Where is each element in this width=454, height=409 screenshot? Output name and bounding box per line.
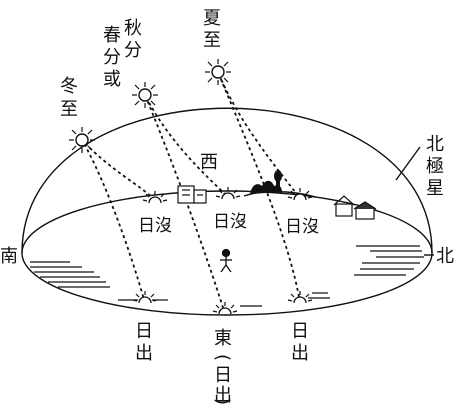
observer-icon xyxy=(220,248,232,273)
equinox-label: 秋 xyxy=(124,18,142,39)
polaris-label: 極 xyxy=(426,156,444,177)
sunrise-sun-icon xyxy=(287,291,313,304)
winter-solstice-sun-path xyxy=(81,139,156,304)
celestial-dome xyxy=(21,107,433,254)
equinox-sun-path xyxy=(144,94,229,315)
winter-sun-icon xyxy=(69,127,95,153)
sunrise-label: 出 xyxy=(291,343,309,364)
polaris-axis xyxy=(395,146,421,181)
south-label: 南 xyxy=(0,246,18,267)
east-sunrise-label: 日 xyxy=(214,365,232,386)
tree-icon xyxy=(250,170,282,194)
sunrise-sun-icon xyxy=(212,302,238,315)
sunset-label: 日沒 xyxy=(138,216,172,236)
water-hatching-left xyxy=(30,261,110,288)
hill-outline xyxy=(243,190,317,198)
polaris-label: 星 xyxy=(426,178,444,199)
sunrise-label: 出 xyxy=(135,343,153,364)
winter-solstice-label: 冬 xyxy=(60,76,78,97)
sunset-sun-icon xyxy=(215,187,241,200)
west-label: 西 xyxy=(200,152,218,173)
house-icon xyxy=(333,195,377,220)
equinox-label: 春 xyxy=(103,25,121,46)
east-paren-close: ) xyxy=(212,398,233,405)
sunset-label: 日沒 xyxy=(285,217,319,237)
water-hatching-right xyxy=(354,245,424,276)
summer-solstice-sun-path xyxy=(217,71,301,304)
building-icon xyxy=(177,185,207,204)
equinox-label: 分 xyxy=(124,40,142,61)
sunset-label: 日沒 xyxy=(213,212,247,232)
sunrise-sun-icon xyxy=(132,291,158,304)
east-paren-open: ( xyxy=(212,354,233,361)
equinox-sun-icon xyxy=(132,82,158,108)
equinox-label: 或 xyxy=(103,69,121,90)
summer-solstice-label: 夏 xyxy=(203,8,221,29)
equinox-label: 分 xyxy=(103,47,121,68)
north-label: 北 xyxy=(436,246,454,267)
summer-sun-icon xyxy=(205,59,231,85)
sunrise-label: 日 xyxy=(291,321,309,342)
winter-solstice-label: 至 xyxy=(60,99,78,120)
sunrise-label: 日 xyxy=(135,321,153,342)
east-sunrise-label: 出 xyxy=(214,385,232,406)
horizon-plane xyxy=(21,190,433,316)
polaris-label: 北 xyxy=(426,134,444,155)
east-label: 東 xyxy=(214,328,232,349)
summer-solstice-label: 至 xyxy=(203,30,221,51)
sunset-sun-icon xyxy=(142,191,168,204)
